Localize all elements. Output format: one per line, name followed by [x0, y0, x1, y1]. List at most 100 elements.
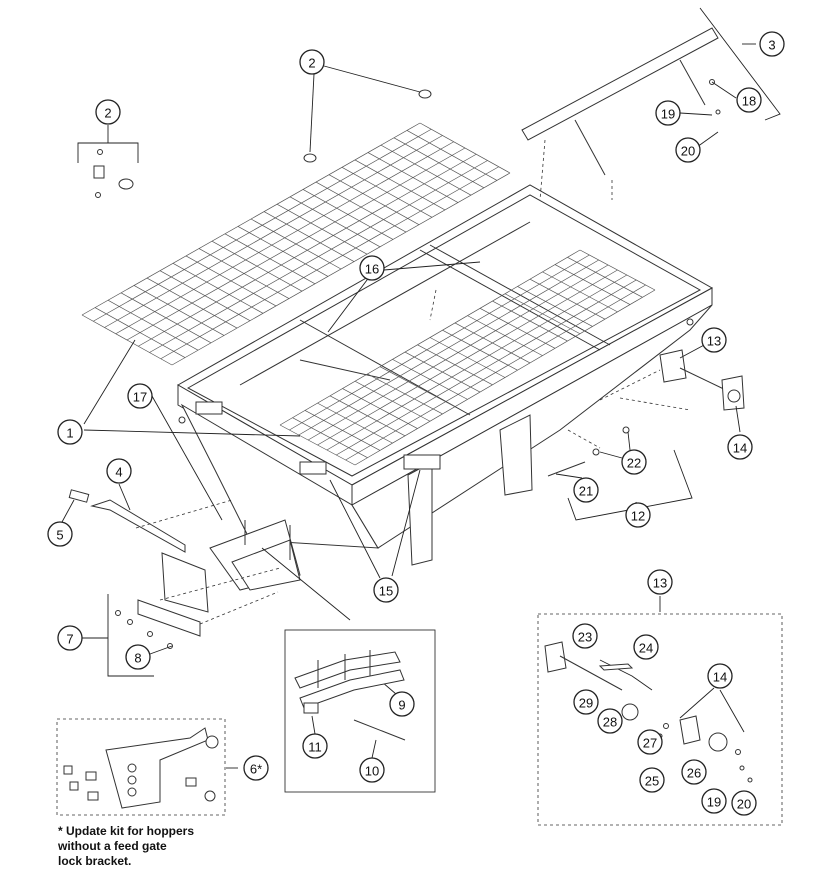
callout-c4: 4	[106, 458, 132, 484]
callout-c25: 25	[639, 767, 665, 793]
callout-circle	[125, 644, 151, 670]
grate-wire	[149, 160, 488, 353]
callout-label: 21	[579, 484, 593, 499]
callout-circle	[681, 759, 707, 785]
callout-circle	[127, 383, 153, 409]
callout-label: 5	[56, 528, 63, 543]
chain-detail	[294, 650, 406, 741]
grate-wire	[126, 147, 466, 341]
callout-c8: 8	[125, 644, 151, 670]
callout-circle	[302, 733, 328, 759]
bearing-assembly	[659, 349, 745, 411]
callout-circle	[57, 419, 83, 445]
callout-c23: 23	[572, 623, 598, 649]
callout-c16: 16	[359, 255, 385, 281]
gate-adjuster	[115, 599, 201, 649]
loose-grate	[81, 122, 511, 366]
callout-circle	[572, 623, 598, 649]
callout-circle	[633, 634, 659, 660]
callout-circle	[373, 577, 399, 603]
callout-label: 25	[645, 774, 659, 789]
chain-section	[209, 519, 301, 591]
grate-wire	[289, 254, 590, 431]
callout-circle	[655, 100, 681, 126]
callout-circle	[759, 31, 785, 57]
callout-label: 7	[66, 632, 73, 647]
callout-label: 22	[627, 456, 641, 471]
detail-boxes	[56, 613, 783, 826]
grate-wire	[326, 274, 628, 451]
grate-wire	[138, 153, 477, 347]
callout-c2b: 2	[95, 99, 121, 125]
grate-wire	[160, 166, 499, 360]
callout-c6: 6*	[243, 755, 269, 781]
callout-circle	[639, 767, 665, 793]
callout-c14a: 14	[727, 434, 753, 460]
callout-c9: 9	[389, 691, 415, 717]
callout-circle	[597, 708, 623, 734]
callout-c13a: 13	[701, 327, 727, 353]
callout-c29: 29	[573, 689, 599, 715]
callout-c3: 3	[759, 31, 785, 57]
callout-label: 20	[681, 144, 695, 159]
callout-label: 16	[365, 262, 379, 277]
callout-circle	[57, 625, 83, 651]
callout-c24: 24	[633, 634, 659, 660]
callout-circle	[299, 49, 325, 75]
callout-label: 26	[687, 766, 701, 781]
knob-parts	[93, 89, 432, 198]
callout-label: 13	[653, 576, 667, 591]
grate-wire	[317, 269, 618, 446]
callout-label: 20	[737, 797, 751, 812]
callout-label: 28	[603, 715, 617, 730]
callout-label: 13	[707, 334, 721, 349]
leader-lines	[61, 7, 781, 769]
callout-label: 15	[379, 584, 393, 599]
callout-layer: 1223456*78910111213131414151617181919202…	[47, 31, 785, 816]
callout-label: 4	[115, 465, 122, 480]
callout-circle	[573, 477, 599, 503]
grate-wire	[345, 284, 646, 461]
callout-c17: 17	[127, 383, 153, 409]
callout-circle	[701, 788, 727, 814]
callout-c15: 15	[373, 577, 399, 603]
callout-circle	[707, 663, 733, 689]
callout-c28: 28	[597, 708, 623, 734]
footnote: * Update kit for hoppers without a feed …	[58, 824, 195, 868]
grate-wire	[115, 141, 454, 335]
callout-label: 14	[713, 670, 727, 685]
grate-wire	[298, 259, 599, 436]
callout-circle	[389, 691, 415, 717]
callout-c2a: 2	[299, 49, 325, 75]
callout-circle	[701, 327, 727, 353]
callout-circle	[95, 99, 121, 125]
callout-circle	[621, 449, 647, 475]
callout-c20b: 20	[731, 790, 757, 816]
callout-label: 3	[768, 38, 775, 53]
callout-circle	[625, 502, 651, 528]
callout-circle	[359, 757, 385, 783]
callout-circle	[731, 790, 757, 816]
grate-wire	[354, 289, 656, 466]
callout-circle	[359, 255, 385, 281]
bearing-kit	[544, 641, 753, 783]
callout-c19b: 19	[701, 788, 727, 814]
grate-wire	[307, 264, 609, 441]
callout-label: 11	[308, 740, 322, 755]
callout-label: 2	[308, 56, 315, 71]
callout-c14b: 14	[707, 663, 733, 689]
callout-circle	[727, 434, 753, 460]
callout-label: 8	[134, 651, 141, 666]
callout-label: 2	[104, 106, 111, 121]
callout-circle	[106, 458, 132, 484]
callout-circle	[637, 729, 663, 755]
callout-label: 17	[133, 390, 147, 405]
callout-label: 24	[639, 641, 653, 656]
callout-label: 14	[733, 441, 747, 456]
callout-label: 27	[643, 736, 657, 751]
callout-label: 18	[742, 94, 756, 109]
callout-label: 10	[365, 764, 379, 779]
callout-c1: 1	[57, 419, 83, 445]
callout-c22: 22	[621, 449, 647, 475]
